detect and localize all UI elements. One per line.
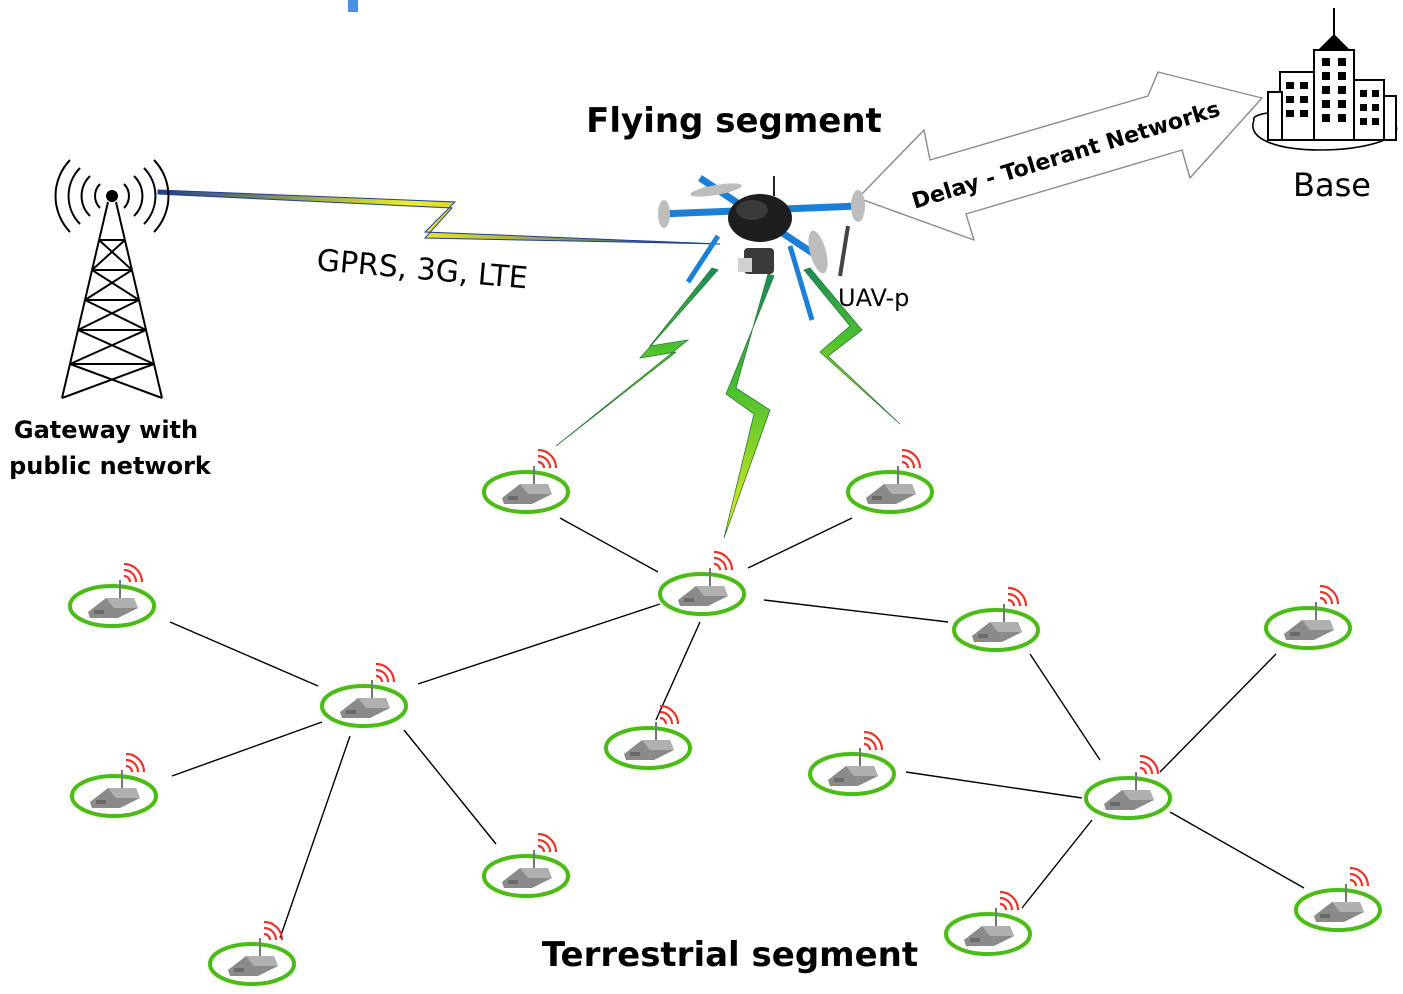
gprs-link [157, 189, 721, 245]
sensor-node-icon [944, 892, 1032, 956]
sensor-node-icon [70, 754, 158, 818]
sensor-node-icon [604, 706, 692, 770]
terrestrial-links [169, 517, 1305, 939]
sensor-node-icon [1294, 868, 1382, 932]
sensor-node-icon [68, 564, 156, 628]
sensor-nodes [68, 450, 1382, 986]
sensor-node-icon [952, 588, 1040, 652]
gateway-label-line1: Gateway with [14, 416, 198, 444]
terrestrial-segment-label: Terrestrial segment [542, 935, 918, 975]
base-label: Base [1293, 166, 1371, 204]
gprs-label: GPRS, 3G, LTE [315, 243, 529, 296]
sensor-node-icon [1264, 586, 1352, 650]
corner-mark [348, 0, 358, 12]
gateway-label-line2: public network [9, 452, 212, 480]
sensor-node-icon [658, 552, 746, 616]
drone-icon [658, 175, 865, 321]
uav-node-links [555, 267, 901, 539]
sensor-node-icon [320, 664, 408, 728]
office-building-icon [1252, 8, 1398, 151]
flying-segment-label: Flying segment [586, 101, 882, 141]
uav-label: UAV-p [838, 284, 909, 312]
radio-tower-icon [54, 159, 170, 399]
sensor-node-icon [482, 450, 570, 514]
sensor-node-icon [1084, 756, 1172, 820]
dtn-arrow [857, 71, 1263, 241]
sensor-node-icon [808, 732, 896, 796]
sensor-node-icon [846, 450, 934, 514]
